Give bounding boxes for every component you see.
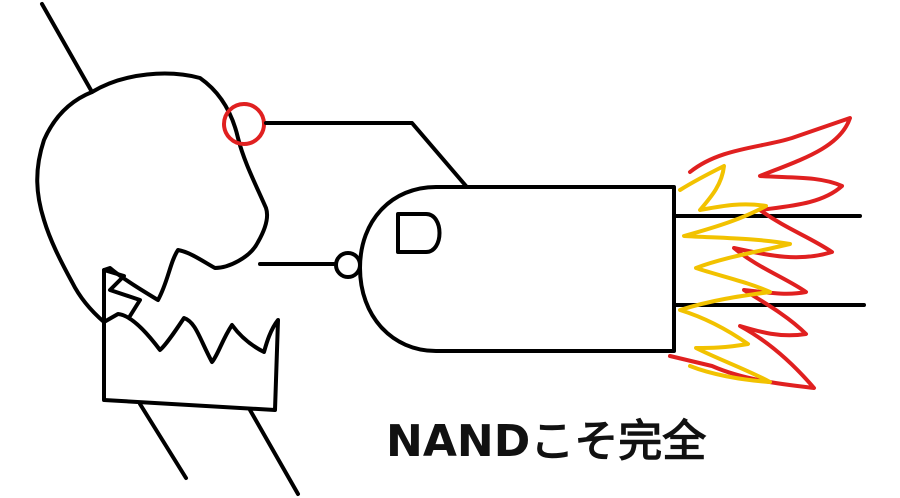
- gate-body: [358, 185, 676, 353]
- flame-inner-yellow: [678, 164, 792, 384]
- neck-line-left: [138, 402, 188, 480]
- inversion-bubble: [334, 251, 362, 279]
- mouth-jaw-inner: [102, 268, 142, 318]
- gate-d-glyph: [396, 212, 442, 254]
- arm-line-upper: [40, 2, 94, 94]
- person-figure: [35, 2, 300, 496]
- head-outline: [35, 71, 280, 412]
- input-wire-top: [264, 121, 468, 188]
- red-circle-marker: [222, 102, 266, 146]
- neck-line-right: [248, 408, 300, 496]
- caption-text: NANDこそ完全: [386, 416, 707, 467]
